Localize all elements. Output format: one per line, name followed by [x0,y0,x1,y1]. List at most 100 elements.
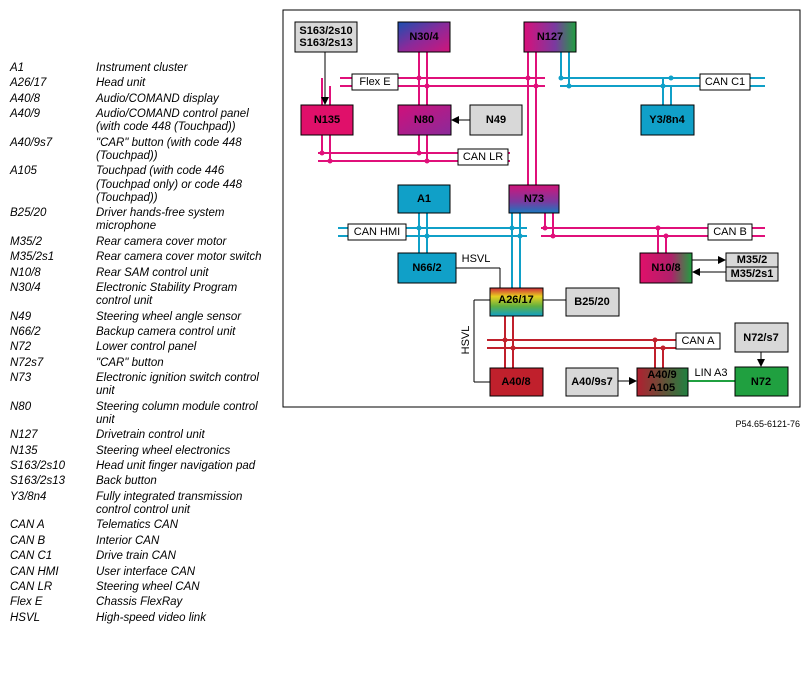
svg-text:N80: N80 [414,114,434,126]
box-n73: N73 [508,184,560,214]
legend-row: N127 Drivetrain control unit [10,429,272,442]
legend-row: B25/20 Driver hands-free system microphon… [10,207,272,233]
legend-code: CAN B [10,534,46,547]
svg-text:N30/4: N30/4 [409,31,439,43]
arrow-m35s1-to-n10 [692,268,726,276]
box-n80: N80 [397,104,452,136]
can-c1-junctions [558,75,674,89]
legend-description: Rear camera cover motor switch [96,251,262,264]
legend-code: B25/20 [10,207,47,220]
legend-description: Interior CAN [96,534,160,547]
legend-description: Lower control panel [96,341,197,354]
arrow-s163-to-n135 [321,52,329,105]
box-n30-4: N30/4 [397,21,451,53]
legend-row: CAN A Telematics CAN [10,519,272,532]
legend-description: Rear camera cover motor [96,235,227,248]
box-b25-20: B25/20 [565,287,620,317]
label-can-c1: CAN C1 [699,73,751,91]
legend-description: Driver hands-free system microphone [96,207,225,233]
legend-code: S163/2s10 [10,460,65,473]
legend-description: Electronic ignition switch control unit [96,372,259,398]
box-a1: A1 [397,184,451,214]
legend-code: M35/2s1 [10,251,55,264]
legend-description: Electronic Stability Program control uni… [96,281,238,308]
svg-text:M35/2: M35/2 [737,254,768,266]
svg-text:A40/9: A40/9 [647,369,676,381]
box-y3-8n4: Y3/8n4 [640,104,695,136]
legend-description: Steering wheel electronics [96,444,231,457]
legend-description: Telematics CAN [96,519,179,532]
legend-code: A40/9s7 [10,136,53,149]
svg-text:CAN C1: CAN C1 [705,76,745,88]
svg-text:N10/8: N10/8 [651,262,680,274]
svg-text:CAN B: CAN B [713,226,747,238]
legend-row: M35/2 Rear camera cover motor [10,236,272,249]
box-n72s7: N72/s7 [734,322,789,353]
legend-row: Flex E Chassis FlexRay [10,596,272,609]
box-n10-8: N10/8 [639,252,693,284]
legend-description: Head unit finger navigation pad [96,460,256,473]
box-a40-9s7: A40/9s7 [565,367,619,397]
legend-code: M35/2 [10,235,42,248]
legend-description: Audio/COMAND display [96,92,219,105]
legend-row: N30/4 Electronic Stability Program contro… [10,282,272,308]
can-hmi-junctions [416,225,523,239]
label-hsvl-side: HSVL [460,326,472,355]
legend-code: N66/2 [10,325,41,338]
legend-description: High-speed video link [96,611,206,624]
legend-description: Chassis FlexRay [96,596,183,609]
label-can-lr: CAN LR [457,148,509,166]
box-s163-line1: S163/2s10 [299,25,352,37]
legend-row: CAN C1 Drive train CAN [10,550,272,563]
legend-description: Instrument cluster [96,62,188,74]
box-a40-9-a105: A40/9 A105 [636,367,689,397]
legend-description: Audio/COMAND control panel (with code 44… [96,108,249,134]
legend-description: Drive train CAN [96,550,176,563]
svg-text:N72: N72 [751,376,771,388]
svg-text:CAN A: CAN A [681,335,715,347]
legend-row: M35/2s1 Rear camera cover motor switch [10,251,272,264]
legend-row: S163/2s10 Head unit finger navigation pad [10,460,272,473]
svg-text:A40/8: A40/8 [501,376,530,388]
legend-code: S163/2s13 [10,475,65,488]
box-n66-2: N66/2 [397,252,457,284]
can-lr-junctions [319,150,430,164]
svg-text:M35/2s1: M35/2s1 [731,268,774,280]
box-n72: N72 [734,366,789,397]
box-a40-8: A40/8 [489,367,544,397]
legend-description: Head unit [96,77,146,90]
legend-code: CAN C1 [10,550,53,563]
legend-code: A26/17 [10,77,47,90]
svg-text:A40/9s7: A40/9s7 [571,376,613,388]
legend-description: Drivetrain control unit [96,429,205,442]
legend-code: N30/4 [10,281,41,294]
label-hsvl-top: HSVL [462,253,491,265]
flex-e-junctions [416,75,539,89]
svg-text:A1: A1 [417,193,431,205]
legend-code: HSVL [10,611,41,624]
reference-number: P54.65-6121-76 [735,419,800,429]
legend-code: A105 [10,165,37,178]
legend-code: CAN A [10,519,45,532]
box-a26-17: A26/17 [489,287,544,317]
svg-text:A105: A105 [649,382,675,394]
svg-text:N66/2: N66/2 [412,262,441,274]
legend-description: Touchpad (with code 446 (Touchpad only) … [96,165,242,204]
legend-row: CAN B Interior CAN [10,535,272,548]
box-n135: N135 [300,104,354,136]
legend-code: Flex E [10,596,43,609]
legend-code: N127 [10,429,38,442]
box-m35: M35/2 M35/2s1 [725,252,779,282]
label-can-a: CAN A [675,332,721,350]
svg-text:N72/s7: N72/s7 [743,332,778,344]
legend-code: N80 [10,400,32,413]
legend-description: Backup camera control unit [96,325,236,338]
